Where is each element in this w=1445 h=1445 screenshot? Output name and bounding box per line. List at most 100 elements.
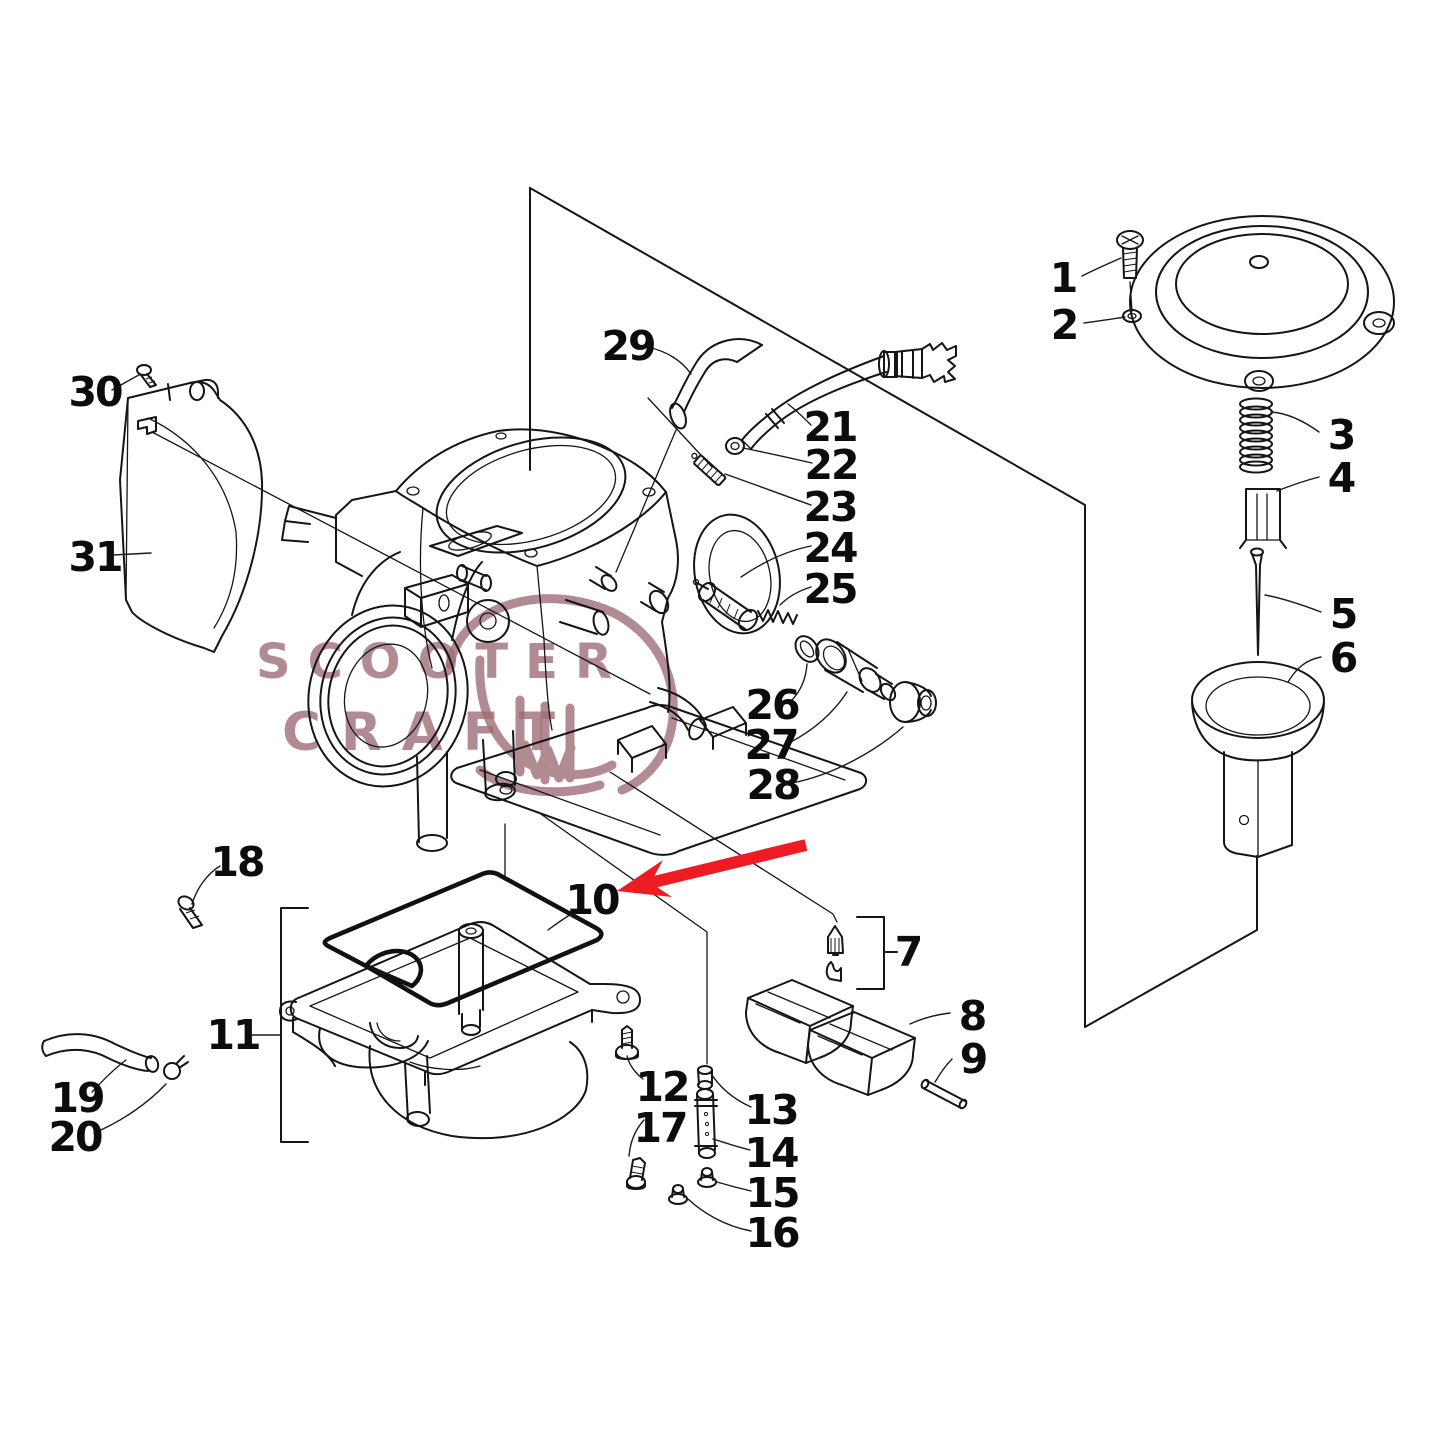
part-label-15: 15	[745, 1169, 798, 1217]
main-jet-tube	[694, 1088, 718, 1159]
part-label-16: 16	[745, 1209, 799, 1257]
leader-line-10	[547, 912, 574, 931]
alignment-lines	[151, 397, 838, 1065]
part-label-5: 5	[1330, 590, 1357, 638]
needle-valve	[825, 925, 844, 982]
choke-parts	[692, 578, 937, 723]
leader-line-28	[791, 726, 904, 784]
cable-adjuster-star	[878, 342, 957, 383]
cover-alignment-line	[151, 431, 651, 695]
part-label-12: 12	[635, 1063, 688, 1111]
bracket-7	[856, 916, 898, 990]
bowl-screw-18	[177, 895, 203, 929]
side-cover-assembly	[119, 364, 264, 653]
part-label-27: 27	[744, 721, 797, 769]
idle-valve-body	[815, 638, 897, 702]
part-label-11: 11	[206, 1011, 259, 1059]
part-label-26: 26	[745, 681, 799, 729]
part-label-17: 17	[633, 1104, 686, 1152]
leader-line-29	[646, 346, 692, 375]
diaphragm-cover	[1129, 215, 1395, 392]
leader-line-5	[1264, 594, 1322, 613]
jet-stack-alignment-line	[537, 811, 708, 1065]
drain-hose-assembly	[41, 1033, 189, 1080]
leader-line-1	[1081, 257, 1122, 277]
leader-line-9	[934, 1058, 953, 1083]
cable-end-fitting	[691, 452, 727, 487]
part-label-24: 24	[803, 524, 857, 572]
leader-line-15	[716, 1181, 752, 1192]
needle-retainer	[1239, 488, 1287, 549]
diaphragm-cover-assembly	[1116, 215, 1395, 858]
throttle-cable	[741, 355, 887, 450]
leader-line-25	[779, 586, 812, 606]
leader-line-26	[790, 663, 808, 702]
hose-alignment-line	[615, 429, 677, 573]
part-label-31: 31	[68, 533, 121, 581]
leader-line-21	[787, 403, 812, 426]
bracket-11	[280, 907, 309, 1143]
idle-spring	[757, 609, 798, 625]
watermark-helmet-icon	[445, 594, 678, 797]
hose-clamp	[163, 1055, 189, 1080]
leader-line-19	[91, 1059, 127, 1093]
floats	[745, 979, 916, 1096]
jet-needle	[1250, 547, 1264, 656]
slide-spring	[1239, 397, 1273, 474]
o-ring	[794, 635, 820, 663]
leader-line-14	[712, 1138, 751, 1151]
part-label-22: 22	[804, 441, 857, 489]
throttle-slide	[1191, 661, 1325, 858]
vent-hose	[669, 338, 763, 430]
valve-cap	[889, 681, 937, 723]
bowl-screw-17	[626, 1157, 646, 1190]
part-label-8: 8	[959, 992, 986, 1040]
throttle-cable-assembly	[669, 338, 957, 487]
carburetor-body	[281, 428, 868, 856]
part-label-10: 10	[565, 876, 619, 924]
choke-plunger	[692, 578, 759, 632]
cover-screw-30	[136, 364, 157, 388]
reference-boundary-lines	[529, 187, 1258, 1028]
leader-line-2	[1083, 316, 1126, 324]
cable-washer	[725, 437, 745, 455]
leader-line-8	[909, 1012, 951, 1025]
part-label-13: 13	[744, 1086, 797, 1134]
leader-line-17	[628, 1119, 645, 1157]
part-label-3: 3	[1328, 411, 1355, 459]
leader-line-18	[191, 865, 221, 905]
part-label-1: 1	[1050, 254, 1077, 302]
part-label-14: 14	[744, 1129, 798, 1177]
leader-line-6	[1287, 656, 1322, 683]
leader-line-24	[740, 545, 812, 578]
part-label-21: 21	[803, 403, 856, 451]
leader-line-16	[687, 1198, 752, 1232]
leader-line-4	[1276, 476, 1320, 492]
red-arrow	[617, 839, 808, 897]
watermark: SCOOTER CRAFT	[256, 594, 678, 797]
float-bowl-group	[177, 870, 718, 1205]
cover-screw	[1116, 230, 1144, 312]
leader-line-3	[1270, 411, 1320, 433]
part-label-18: 18	[210, 838, 263, 886]
float-pin	[920, 1078, 968, 1110]
part-label-19: 19	[50, 1074, 103, 1122]
part-label-6: 6	[1330, 634, 1357, 682]
boundary-right-line	[529, 187, 1258, 1028]
pilot-jet	[697, 1167, 717, 1188]
leader-line-13	[709, 1071, 752, 1108]
air-horn	[307, 604, 469, 788]
part-label-4: 4	[1328, 454, 1355, 502]
side-cover	[119, 378, 264, 653]
leader-line-22	[742, 447, 813, 464]
bowl-gasket	[322, 870, 604, 1008]
leader-line-30	[111, 374, 140, 391]
float-valve-parts	[745, 916, 968, 1110]
part-label-2: 2	[1051, 301, 1078, 349]
part-label-25: 25	[803, 565, 856, 613]
overflow-pillar	[458, 923, 484, 1036]
part-label-7: 7	[895, 928, 922, 976]
